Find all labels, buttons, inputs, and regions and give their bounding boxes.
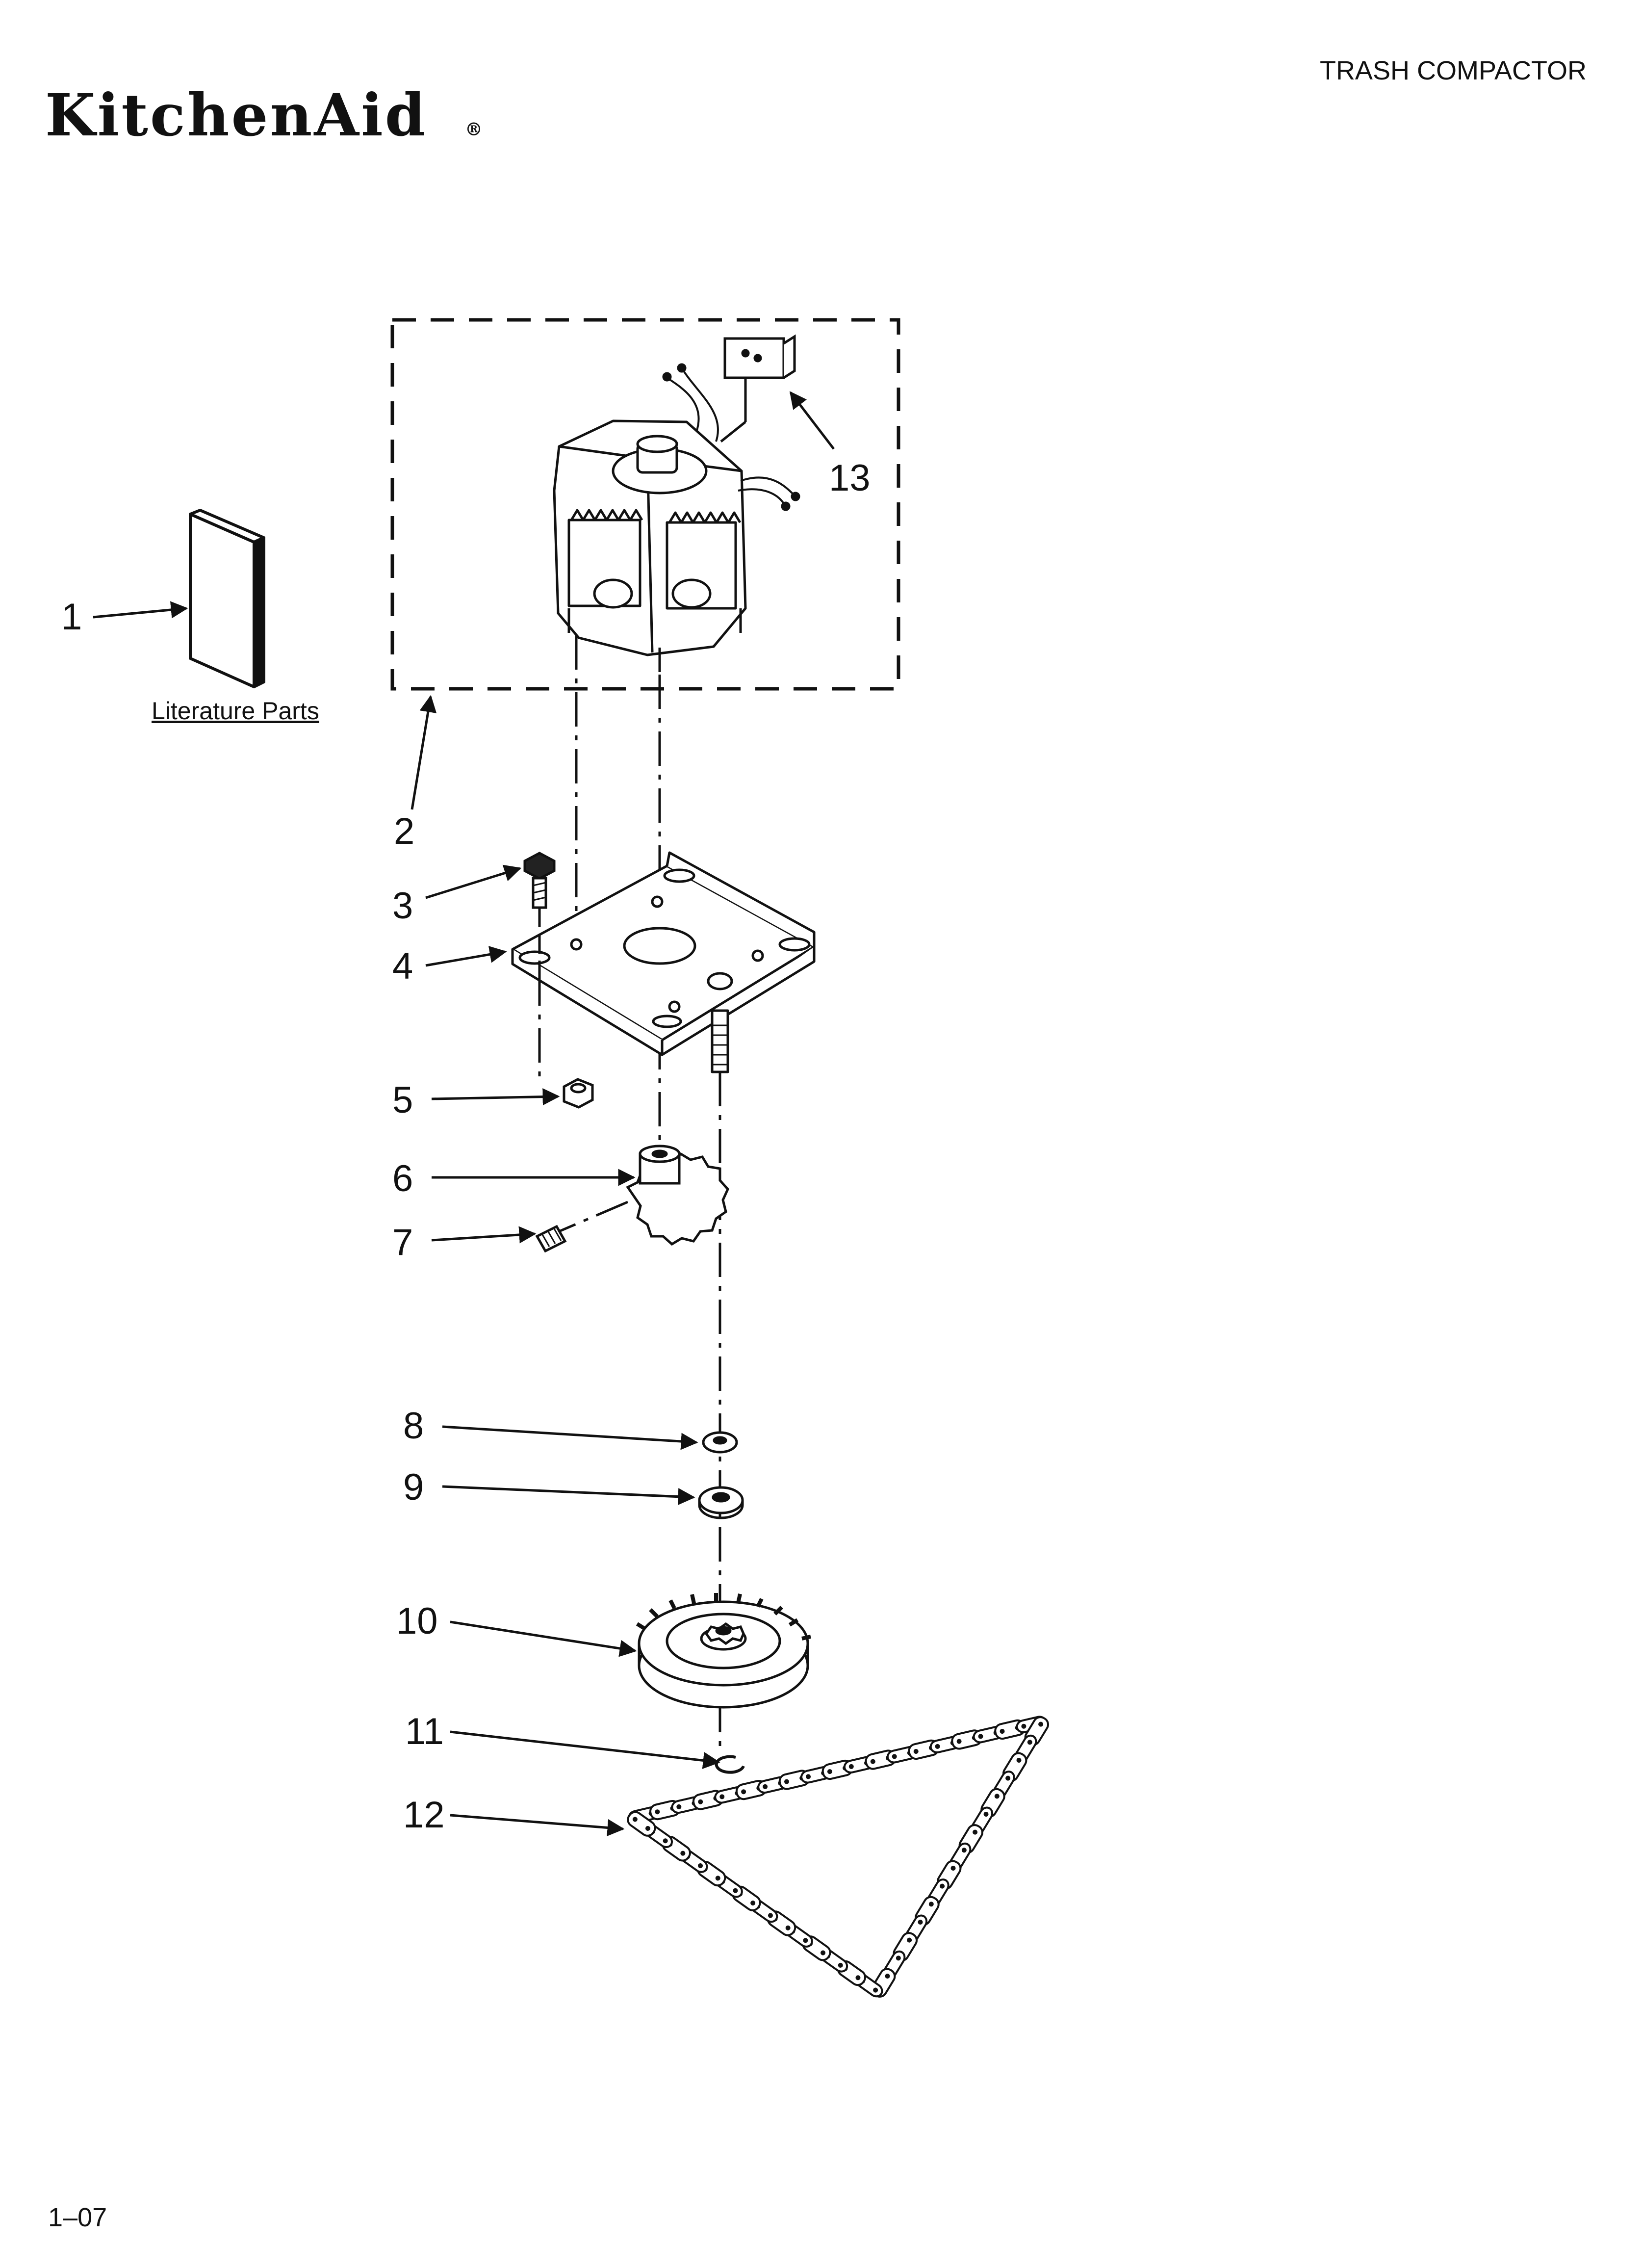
callout-7: 7 bbox=[392, 1222, 413, 1263]
motor bbox=[553, 363, 800, 672]
leader-4 bbox=[425, 946, 507, 967]
leader-5 bbox=[431, 1088, 560, 1106]
leader-3 bbox=[425, 864, 522, 899]
callout-4: 4 bbox=[392, 945, 413, 987]
callout-2: 2 bbox=[394, 810, 414, 852]
callout-12: 12 bbox=[403, 1794, 445, 1836]
brand-registered-mark: ® bbox=[465, 119, 483, 140]
pinion-gear-part-6 bbox=[626, 1145, 729, 1246]
literature-parts-label: Literature Parts bbox=[152, 697, 319, 725]
callout-5: 5 bbox=[392, 1079, 413, 1121]
set-screw-part-7 bbox=[535, 1225, 567, 1253]
leader-1 bbox=[93, 601, 188, 619]
callout-6: 6 bbox=[392, 1158, 413, 1199]
leader-11 bbox=[450, 1730, 720, 1769]
leader-7 bbox=[431, 1226, 537, 1244]
washer-part-8 bbox=[702, 1431, 738, 1454]
callout-10: 10 bbox=[396, 1600, 438, 1642]
nut-part-5 bbox=[563, 1078, 594, 1109]
chain-part-12 bbox=[627, 1716, 1049, 1998]
callout-9: 9 bbox=[403, 1466, 424, 1508]
leader-8 bbox=[442, 1425, 698, 1450]
category-title: TRASH COMPACTOR bbox=[1320, 56, 1587, 85]
date-code: 1–07 bbox=[48, 2203, 107, 2232]
chain-link bbox=[627, 1811, 656, 1837]
callout-3: 3 bbox=[392, 885, 413, 927]
callout-11: 11 bbox=[405, 1711, 444, 1752]
retaining-ring-part-11 bbox=[715, 1755, 745, 1774]
leader-10 bbox=[450, 1620, 637, 1657]
leader-9 bbox=[442, 1485, 695, 1506]
callout-13: 13 bbox=[829, 457, 871, 499]
literature-book bbox=[189, 509, 265, 688]
mounting-plate bbox=[511, 851, 816, 1073]
sprocket-part-10 bbox=[636, 1593, 811, 1709]
switch-part-13 bbox=[720, 334, 796, 443]
leader-2 bbox=[410, 695, 437, 810]
leader-13 bbox=[789, 391, 835, 450]
brand-name: KitchenAid bbox=[45, 81, 427, 149]
brand-logo: KitchenAid ® bbox=[45, 81, 483, 149]
motor-assembly-box bbox=[390, 318, 900, 691]
callout-numbers: 1 2 3 4 5 6 7 8 9 10 11 12 13 bbox=[61, 457, 871, 1836]
screw-part-3 bbox=[523, 852, 556, 991]
callout-1: 1 bbox=[61, 596, 82, 638]
callout-8: 8 bbox=[403, 1405, 424, 1447]
leader-12 bbox=[450, 1814, 625, 1836]
washer-part-9 bbox=[698, 1486, 744, 1519]
leader-arrows bbox=[93, 391, 835, 1836]
